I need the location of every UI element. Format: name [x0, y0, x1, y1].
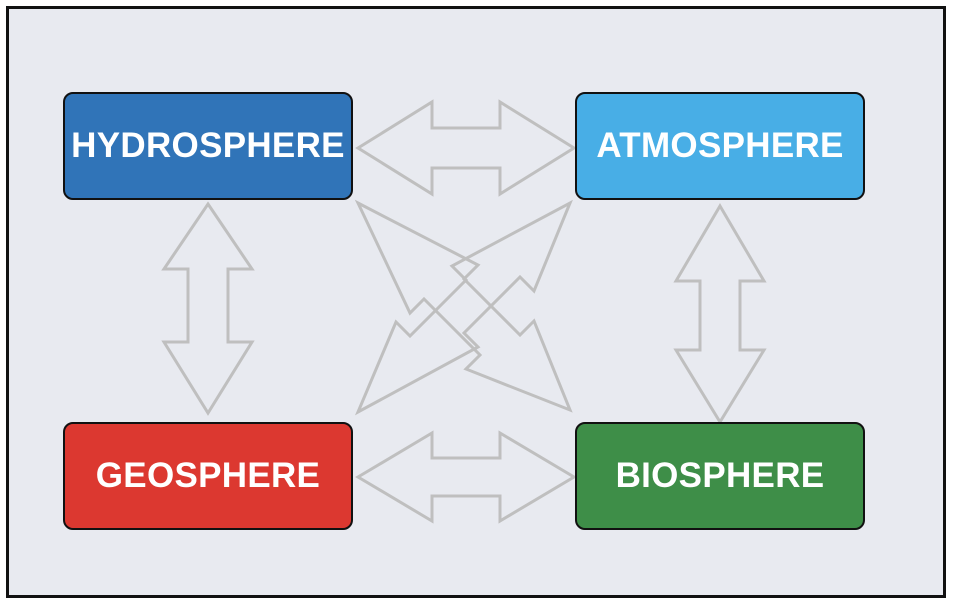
- biosphere-label: BIOSPHERE: [615, 456, 825, 495]
- hydrosphere-node: HYDROSPHERE: [63, 92, 353, 200]
- arrow-atmosphere-geosphere: [354, 199, 573, 416]
- arrow-geosphere-biosphere: [355, 430, 577, 524]
- geosphere-label: GEOSPHERE: [95, 456, 321, 495]
- arrow-group: [161, 99, 767, 524]
- arrow-hydrosphere-geosphere: [161, 201, 255, 416]
- arrow-atmosphere-biosphere: [673, 203, 767, 425]
- arrow-hydrosphere-biosphere: [354, 199, 573, 413]
- atmosphere-label: ATMOSPHERE: [596, 126, 844, 165]
- biosphere-node: BIOSPHERE: [575, 422, 865, 530]
- hydrosphere-label: HYDROSPHERE: [71, 126, 345, 165]
- arrow-hydrosphere-atmosphere: [355, 99, 577, 197]
- atmosphere-node: ATMOSPHERE: [575, 92, 865, 200]
- geosphere-node: GEOSPHERE: [63, 422, 353, 530]
